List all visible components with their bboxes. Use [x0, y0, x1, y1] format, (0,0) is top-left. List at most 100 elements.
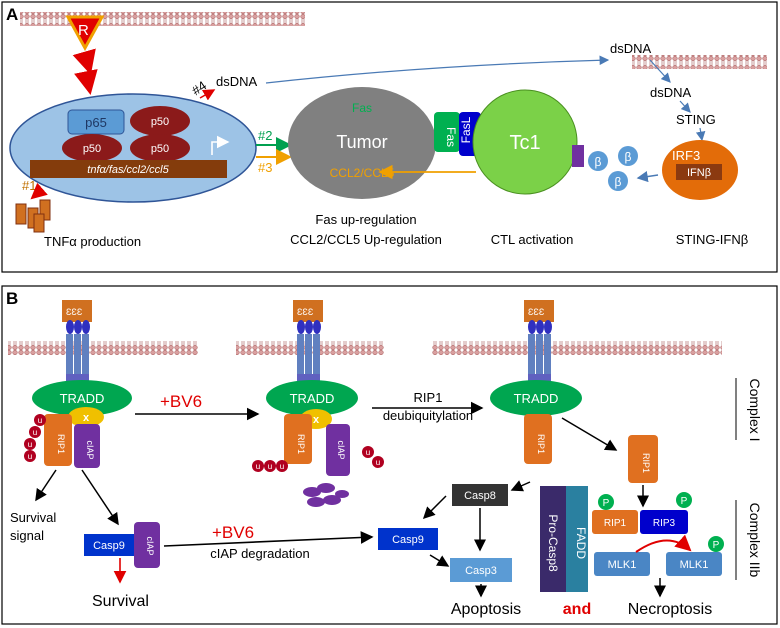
ifnb-secretion-arrow	[636, 171, 659, 183]
u-label-3: u	[28, 440, 32, 449]
bv6-2-label: +BV6	[212, 523, 254, 542]
ciap-1	[74, 424, 100, 468]
rip1-1-label: RIP1	[56, 434, 66, 454]
ciap-degraded-fragments	[303, 483, 349, 507]
phosphorylation-arrow	[635, 534, 692, 553]
ciap-2-label: cIAP	[336, 440, 346, 459]
rip1-necrosome-label: RIP1	[604, 518, 627, 529]
casp8-label: Casp8	[464, 490, 496, 502]
sting-label: STING	[676, 112, 716, 127]
hash4-arrow	[199, 89, 216, 101]
survival-signal-2: signal	[10, 528, 44, 543]
casp9-right-label: Casp9	[392, 534, 424, 546]
tnf-receptor-2: ƐƐƐ	[293, 300, 323, 386]
gene-bar	[30, 160, 227, 178]
fadd-label: FADD	[574, 527, 588, 559]
mlk1-left	[594, 552, 650, 576]
dsdna-to-sting-arrow	[679, 100, 691, 113]
tc1-cell	[472, 89, 578, 195]
apoptosis-label: Apoptosis	[451, 601, 521, 618]
transcription-arrow	[211, 135, 230, 155]
membrane-b-3	[432, 341, 722, 355]
sting-ifn-caption: STING-IFNβ	[676, 232, 748, 247]
u-label-1: u	[38, 416, 42, 425]
beta-circle-2	[618, 146, 638, 166]
tradd-3	[490, 380, 582, 416]
ctl-caption: CTL activation	[491, 232, 574, 247]
hash1-label: #1	[22, 178, 36, 193]
phospho-3-label: P	[713, 540, 720, 551]
tradd-1-label: TRADD	[60, 391, 105, 406]
rip1-necrosome	[592, 510, 638, 534]
phospho-1-label: P	[603, 498, 610, 509]
ciap-1-label: cIAP	[85, 440, 95, 459]
svg-text:ƐƐƐ: ƐƐƐ	[297, 307, 314, 317]
panel-b-frame	[1, 285, 778, 625]
tnf-receptor-3: ƐƐƐ	[524, 300, 554, 386]
p50-top-label: p50	[151, 116, 169, 128]
mlk1-right-label: MLK1	[680, 559, 709, 571]
ccl-up-caption: CCL2/CCL5 Up-regulation	[290, 232, 442, 247]
bv6-1-label: +BV6	[160, 392, 202, 411]
bv6-2-arrow	[163, 531, 374, 547]
phospho-3	[708, 536, 724, 552]
p50-right	[130, 134, 190, 162]
phospho-2-label: P	[681, 496, 688, 507]
fas-inside-label: Fas	[352, 101, 372, 115]
r-arrow-2	[74, 69, 98, 95]
rip1-2-label: RIP1	[296, 434, 306, 454]
fas-receptor	[434, 112, 460, 152]
dsdna-mid-label: dsDNA	[216, 74, 258, 89]
membrane-b-1	[8, 341, 198, 355]
svg-text:ƐƐƐ: ƐƐƐ	[528, 307, 545, 317]
and-label: and	[563, 601, 591, 618]
tumor-cell	[288, 87, 436, 199]
ifnb-gene-bar	[676, 164, 722, 180]
tnf-cylinders	[15, 199, 51, 233]
irf3-label: IRF3	[672, 148, 700, 163]
casp8-box	[452, 484, 508, 506]
membrane-top-right	[632, 55, 767, 69]
x-2-label: x	[313, 414, 320, 426]
tnf-production-caption: TNFα production	[44, 234, 141, 249]
ciap-left-label: cIAP	[145, 536, 155, 555]
rip1-2	[284, 414, 312, 464]
r-ligand-label: R	[78, 22, 89, 39]
fas-receptor-label: Fas	[444, 127, 458, 147]
rip1-3	[524, 414, 552, 464]
beta-1-label: β	[595, 155, 602, 169]
casp9-left	[84, 534, 134, 556]
x-protein-1	[68, 407, 104, 427]
survival-label: Survival	[92, 593, 149, 610]
p65-label: p65	[85, 115, 107, 130]
gene-bar-label: tnfα/fas/ccl2/ccl5	[87, 164, 169, 176]
u-label-9: u	[376, 458, 380, 467]
to-casp9-arrow	[81, 469, 119, 526]
ifn-receptor	[572, 145, 584, 167]
beta-2-label: β	[625, 150, 632, 164]
beta-circle-3	[608, 171, 628, 191]
fas-up-caption: Fas up-regulation	[315, 212, 416, 227]
p50-left	[62, 134, 122, 162]
dsdna-transfer-arrow	[265, 55, 610, 84]
phospho-1	[598, 494, 614, 510]
rip3-box	[640, 510, 688, 534]
rip1-deub-1: RIP1	[414, 390, 443, 405]
to-rip1-free-arrow	[561, 417, 618, 451]
u-label-7: u	[280, 462, 284, 471]
tradd-2-label: TRADD	[290, 391, 335, 406]
to-casp8-arrow	[510, 480, 531, 492]
r-ligand-triangle	[65, 15, 105, 52]
ubiquitin-chain-1	[24, 414, 46, 462]
p65-box	[67, 109, 125, 135]
complex2-label: Complex IIb	[747, 503, 763, 578]
ciap-degradation-label: cIAP degradation	[210, 546, 310, 561]
sting-to-irf3-arrow	[695, 127, 706, 142]
fasl-label: FasL	[459, 116, 473, 143]
rip1-3-label: RIP1	[536, 434, 546, 454]
membrane-top-left	[20, 12, 305, 26]
mlk1-right	[666, 552, 722, 576]
rip1-free-label: RIP1	[641, 453, 651, 473]
rip1-free	[628, 435, 658, 483]
